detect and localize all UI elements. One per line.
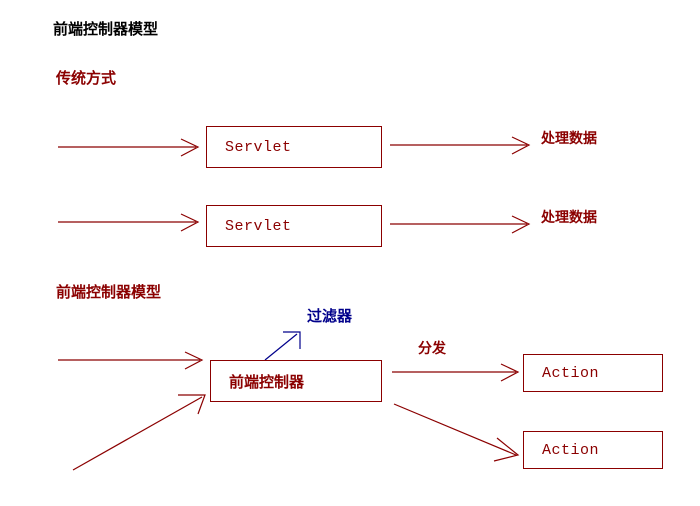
arrow-servlet-2-to-process-data: [390, 215, 531, 234]
edge-label-dispatch: 分发: [418, 340, 446, 356]
section-heading-front-controller: 前端控制器模型: [56, 284, 162, 301]
arrow-front-controller-to-action-1: [392, 363, 520, 382]
arrow-front-controller-to-filter: [264, 331, 301, 361]
arrow-in-front-controller-diagonal: [72, 394, 206, 471]
node-action-1-label: Action: [542, 364, 600, 382]
edge-label-process-data-2: 处理数据: [541, 209, 597, 225]
section-heading-traditional: 传统方式: [56, 70, 117, 87]
edge-label-process-data-1: 处理数据: [541, 130, 597, 146]
node-servlet-1[interactable]: Servlet: [206, 126, 382, 168]
edge-label-filter: 过滤器: [307, 308, 353, 325]
arrow-in-servlet-2: [58, 213, 200, 232]
arrow-in-front-controller-top: [58, 351, 204, 370]
node-front-controller-label: 前端控制器: [229, 373, 305, 391]
node-servlet-2-label: Servlet: [225, 217, 292, 235]
arrow-front-controller-to-action-2: [393, 403, 520, 462]
arrow-in-servlet-1: [58, 138, 200, 157]
node-action-1[interactable]: Action: [523, 354, 663, 392]
node-servlet-2[interactable]: Servlet: [206, 205, 382, 247]
node-action-2-label: Action: [542, 441, 600, 459]
arrow-servlet-1-to-process-data: [390, 136, 531, 155]
diagram-title: 前端控制器模型: [53, 21, 159, 38]
node-servlet-1-label: Servlet: [225, 138, 292, 156]
node-front-controller[interactable]: 前端控制器: [210, 360, 382, 402]
node-action-2[interactable]: Action: [523, 431, 663, 469]
